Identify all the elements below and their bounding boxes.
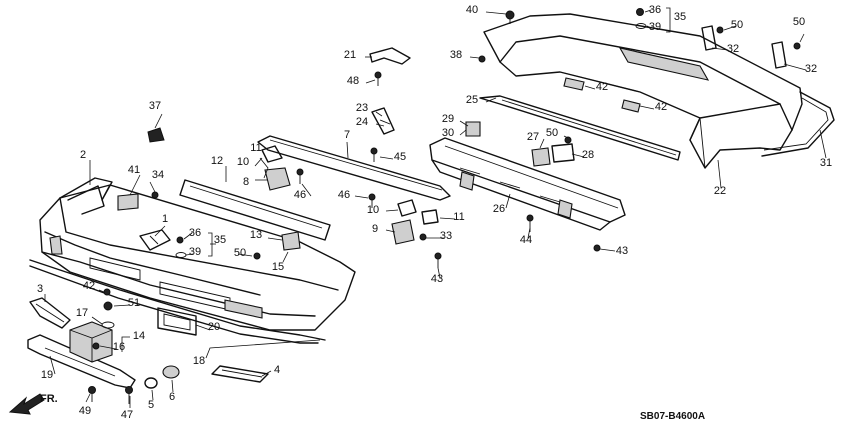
callout-c9: 9 (372, 223, 378, 235)
callout-c34: 34 (152, 169, 164, 181)
callout-c46a: 46 (294, 189, 306, 201)
front-direction-arrow (8, 393, 45, 415)
callout-c10b: 10 (367, 204, 379, 216)
front-bumper-corner (59, 177, 113, 215)
callout-c13: 13 (250, 229, 262, 241)
rear-bumper-face (483, 13, 803, 169)
front-bumper-face (39, 184, 356, 331)
callout-c40: 40 (466, 4, 478, 16)
callout-c3: 3 (37, 283, 43, 295)
callout-c4: 4 (274, 364, 280, 376)
callout-c44: 44 (520, 234, 532, 246)
callout-c14: 14 (133, 330, 145, 342)
callout-c48: 48 (347, 75, 359, 87)
callout-c47: 47 (121, 409, 133, 421)
front-side-absorber (117, 193, 139, 211)
callout-c32a: 32 (727, 43, 739, 55)
callout-c15: 15 (272, 261, 284, 273)
callout-c29: 29 (442, 113, 454, 125)
callout-c38: 38 (450, 49, 462, 61)
rear-stopper-block (465, 121, 481, 137)
rear-molding-strip (479, 95, 681, 161)
rear-fasteners (478, 8, 801, 69)
rear-side-bracket (371, 107, 395, 135)
front-side-trim (29, 297, 71, 329)
callout-c35a: 35 (214, 234, 226, 246)
callout-c16: 16 (113, 341, 125, 353)
callout-c50a: 50 (234, 247, 246, 259)
callout-c42a: 42 (83, 280, 95, 292)
callout-labels: 1234567891010111112131415161718192021222… (37, 4, 832, 421)
callout-c50c: 50 (731, 19, 743, 31)
front-fasteners (88, 147, 442, 404)
direction-label: FR. (40, 393, 58, 405)
rear-bracket-clip (369, 47, 411, 86)
callout-c27: 27 (527, 131, 539, 143)
front-rubber-stopper (147, 127, 165, 143)
callout-c36b: 36 (649, 4, 661, 16)
callout-c22: 22 (714, 185, 726, 197)
front-lower-grille-strip (211, 365, 269, 383)
callout-c7: 7 (344, 129, 350, 141)
callout-c32b: 32 (805, 63, 817, 75)
callout-c42c: 42 (655, 101, 667, 113)
callout-c19: 19 (41, 369, 53, 381)
callout-c24: 24 (356, 116, 368, 128)
front-bracket-block (69, 321, 113, 363)
callout-c11b: 11 (453, 211, 464, 223)
callout-c41: 41 (128, 164, 140, 176)
callout-c50b: 50 (546, 127, 558, 139)
front-center-bracket (139, 229, 171, 251)
callout-c42b: 42 (596, 81, 608, 93)
rear-center-bracket (526, 136, 601, 252)
callout-c49: 49 (79, 405, 91, 417)
callout-c18: 18 (193, 355, 205, 367)
callout-c28: 28 (582, 149, 594, 161)
front-mount-assembly-right (391, 199, 439, 245)
callout-c5: 5 (148, 399, 154, 411)
front-stay-rail (257, 135, 451, 201)
front-license-plate-mount (157, 307, 197, 336)
rear-bumper-beam (429, 137, 626, 231)
callout-c50d: 50 (793, 16, 805, 28)
front-bumper-beam (179, 179, 331, 241)
callout-c11a: 11 (250, 142, 261, 154)
callout-c51: 51 (128, 297, 140, 309)
callout-c39b: 39 (649, 21, 661, 33)
callout-c43a: 43 (431, 273, 443, 285)
callout-c30: 30 (442, 127, 454, 139)
callout-c35b: 35 (674, 11, 686, 23)
callout-c33: 33 (440, 230, 452, 242)
callout-c10a: 10 (237, 156, 249, 168)
callout-c17: 17 (76, 307, 88, 319)
callout-c31: 31 (820, 157, 832, 169)
diagram-code: SB07-B4600A (640, 411, 705, 422)
callout-c21: 21 (344, 49, 356, 61)
front-mount-assembly-left (261, 145, 301, 251)
callout-c36a: 36 (189, 227, 201, 239)
callout-c45: 45 (394, 151, 406, 163)
callout-c20: 20 (208, 321, 220, 333)
rear-corner-trim (761, 91, 835, 157)
callout-c37: 37 (149, 100, 161, 112)
callout-c2: 2 (80, 149, 86, 161)
callout-c26: 26 (493, 203, 505, 215)
leader-lines (44, 7, 827, 408)
front-spoiler-strip (29, 259, 326, 344)
callout-c43b: 43 (616, 245, 628, 257)
callout-c39a: 39 (189, 246, 201, 258)
callout-c12: 12 (211, 155, 223, 167)
callout-c6: 6 (169, 391, 175, 403)
callout-c23: 23 (356, 102, 368, 114)
callout-c1: 1 (162, 213, 168, 225)
callout-c46b: 46 (338, 189, 350, 201)
callout-c8: 8 (243, 176, 249, 188)
callout-c25: 25 (466, 94, 478, 106)
